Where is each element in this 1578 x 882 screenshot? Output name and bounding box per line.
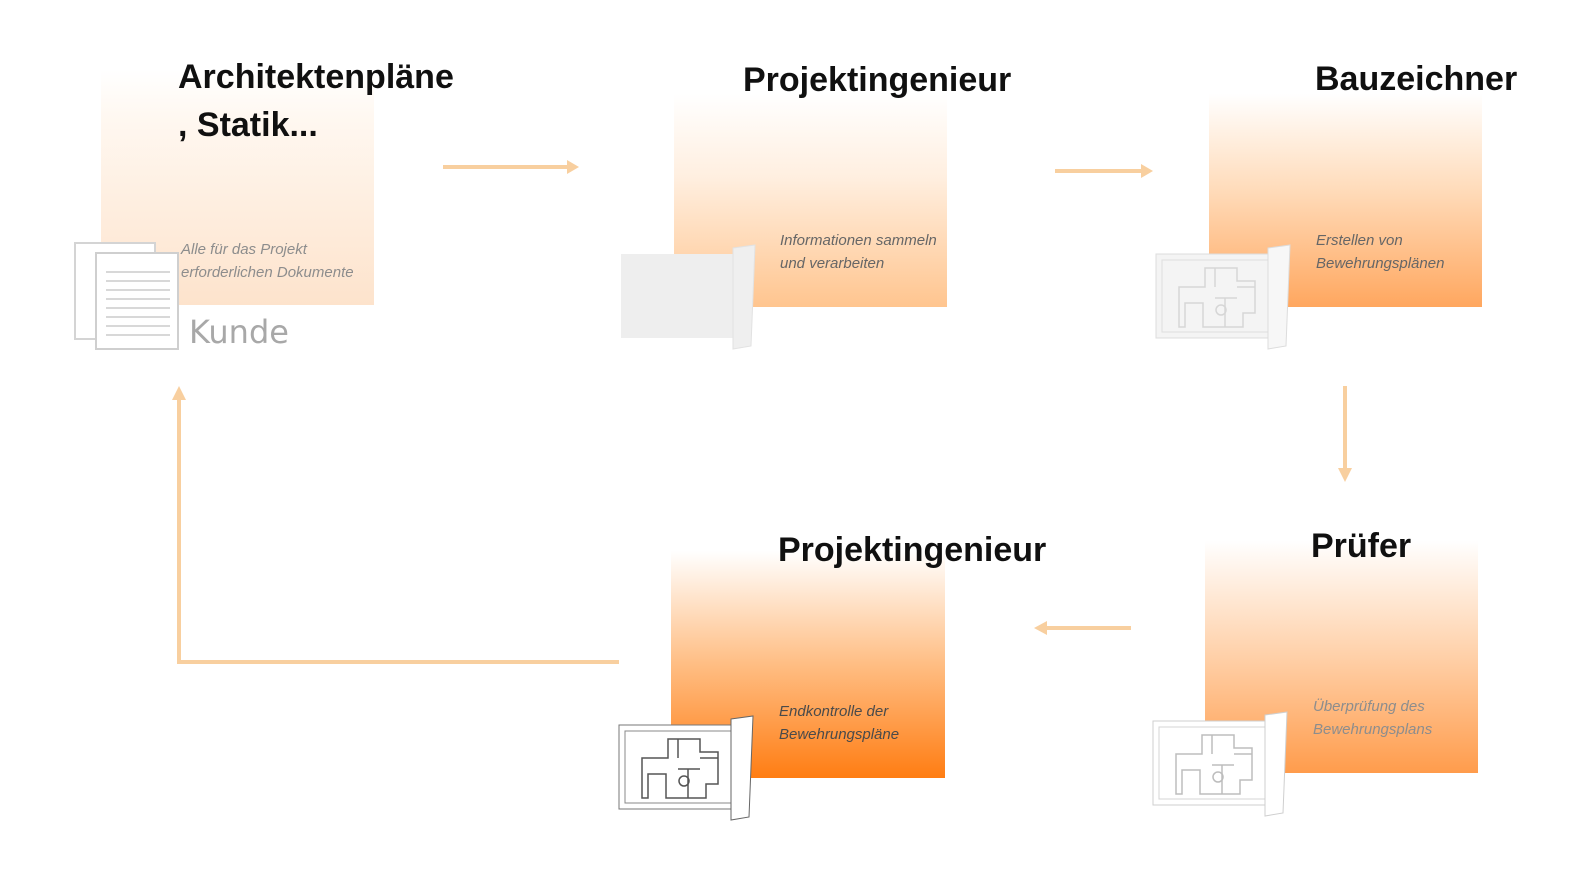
node-3-desc-line1: Erstellen von xyxy=(1316,232,1403,249)
node-1-desc-line1: Alle für das Projekt xyxy=(181,241,307,258)
arrow-projektingenieur-to-bauzeichner xyxy=(1055,164,1153,178)
node-1-title-line2: , Statik... xyxy=(178,106,318,144)
node-2-desc-line1: Informationen sammeln xyxy=(780,232,937,249)
node-4-desc-line2: Bewehrungsplans xyxy=(1313,721,1433,738)
arrow-pruefer-to-projektingenieur xyxy=(1034,621,1131,635)
documents-icon xyxy=(74,242,179,350)
arrow-bauzeichner-to-pruefer xyxy=(1338,386,1352,482)
node-3-title: Bauzeichner xyxy=(1315,60,1518,98)
node-1-title-line1: Architektenpläne xyxy=(178,58,454,96)
node-5-title: Projektingenieur xyxy=(778,531,1047,569)
node-2-desc-line2: und verarbeiten xyxy=(780,255,885,272)
node-1-desc-line2: erforderlichen Dokumente xyxy=(181,264,354,281)
floor-plan-icon xyxy=(618,715,754,821)
node-4-desc-line1: Überprüfung des xyxy=(1313,698,1425,715)
node-3-desc-line2: Bewehrungsplänen xyxy=(1316,255,1445,272)
node-5-desc-line1: Endkontrolle der xyxy=(779,703,889,720)
arrow-kunde-to-projektingenieur xyxy=(443,160,579,174)
floor-plan-icon xyxy=(1152,711,1288,817)
node-2-title: Projektingenieur xyxy=(743,61,1012,99)
arrow-projektingenieur-to-kunde xyxy=(172,386,619,664)
kunde-label: Kunde xyxy=(189,313,289,351)
node-4-title: Prüfer xyxy=(1311,527,1412,565)
floor-plan-icon xyxy=(1155,244,1291,350)
blank-plan-sheet-icon xyxy=(621,244,756,350)
node-5-desc-line2: Bewehrungspläne xyxy=(779,726,900,743)
